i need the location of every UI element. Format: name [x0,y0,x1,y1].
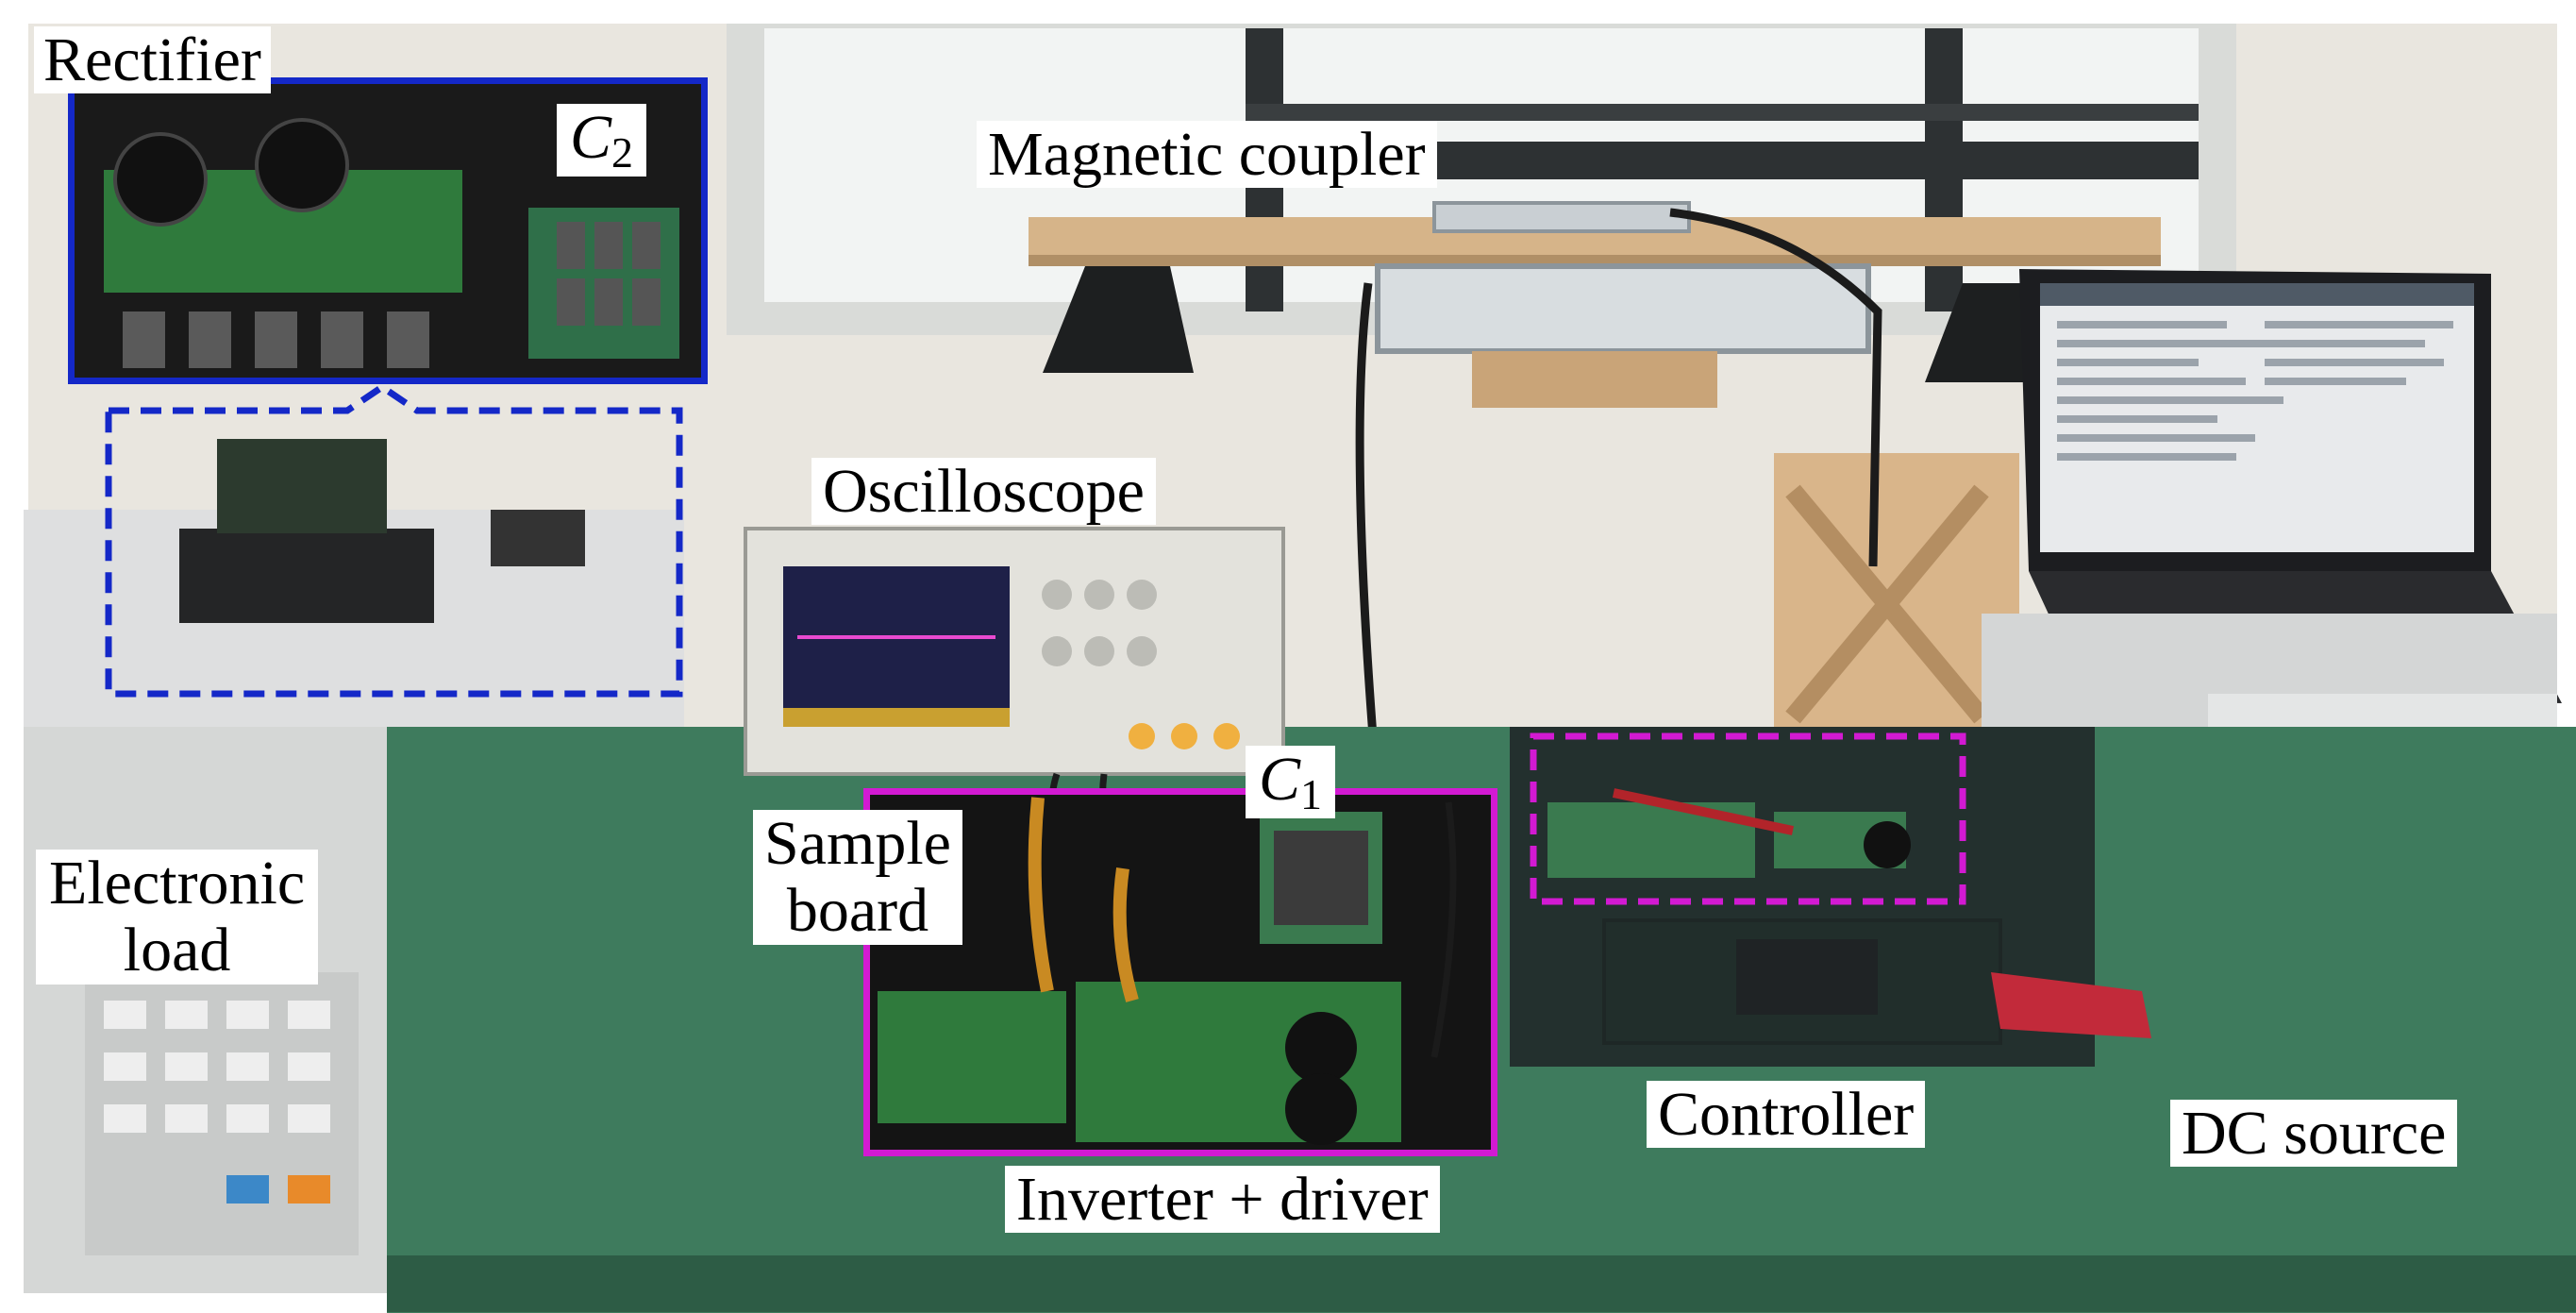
debug-probe [1991,972,2151,1038]
label-electronic-load-line1: Electronic [49,849,306,917]
inverter-frame [863,788,1497,1156]
label-c1-symbol: C [1259,745,1301,814]
label-c1: C1 [1246,745,1336,818]
label-inverter-driver: Inverter + driver [1005,1166,1440,1233]
label-rectifier: Rectifier [34,26,271,93]
label-c2-subscript: 2 [611,128,634,177]
rectifier-inset-frame [68,77,708,384]
label-dc-source: DC source [2170,1100,2458,1167]
rectifier-capacitor-left [113,132,208,227]
rectifier-capacitor-right [255,118,349,212]
sample-board [878,991,1066,1123]
label-c2-symbol: C [570,103,612,172]
label-magnetic-coupler: Magnetic coupler [977,121,1437,188]
magnetic-coupler-bottom [1375,263,1871,354]
label-electronic-load-line2: load [123,916,231,985]
label-c2: C2 [557,103,647,177]
label-oscilloscope: Oscilloscope [811,458,1156,525]
controller-dashed-frame [1530,732,1966,905]
rectifier-heatsink [179,529,434,623]
label-sample-board-line1: Sample [764,809,951,878]
label-sample-board-line2: board [786,876,929,946]
shelf-support-left [1043,266,1194,373]
label-controller: Controller [1647,1081,1926,1148]
label-c1-subscript: 1 [1300,770,1323,818]
